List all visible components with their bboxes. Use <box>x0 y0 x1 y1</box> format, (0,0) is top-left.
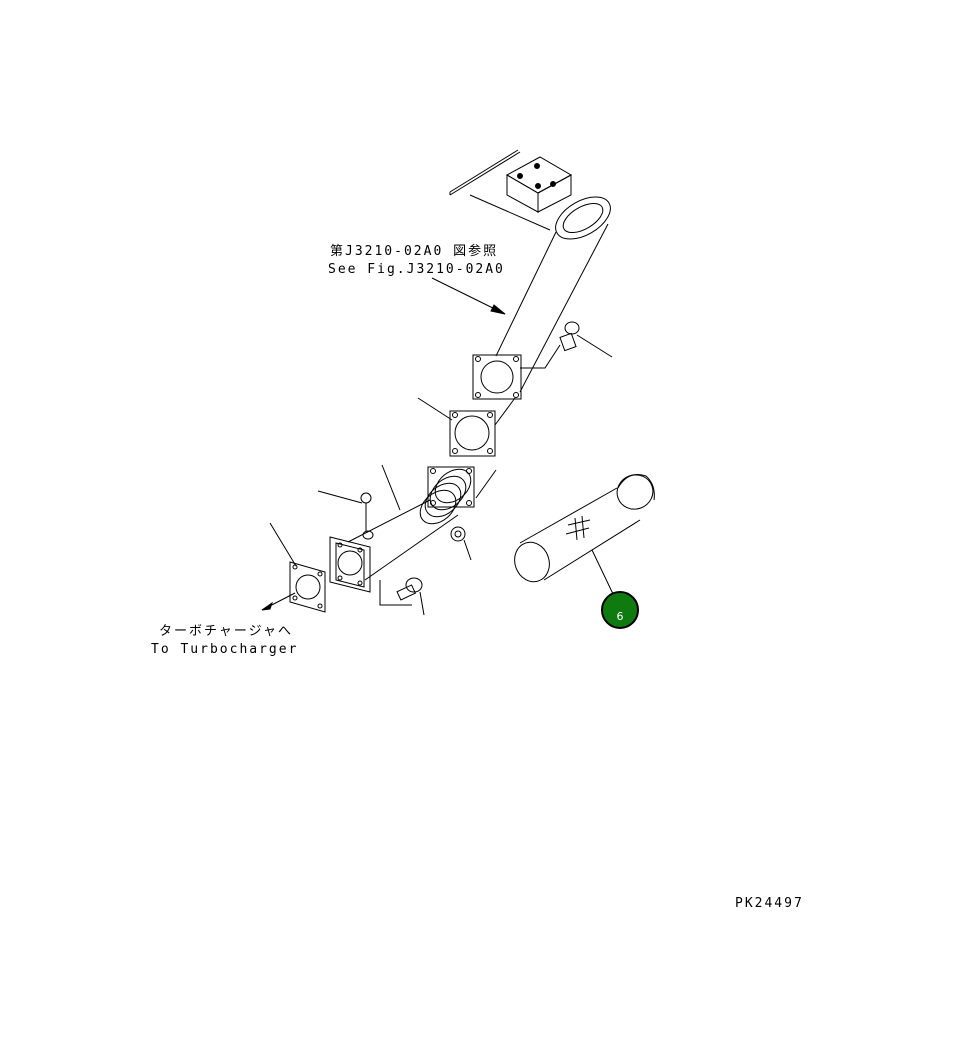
part-callout-6[interactable]: 6 <box>601 591 639 629</box>
drawing-code: PK24497 <box>735 896 804 911</box>
top-bracket <box>449 149 573 231</box>
reference-leader <box>431 277 506 315</box>
lower-bolt <box>379 577 425 616</box>
reference-label-jp: 第J3210-02A0 図参照 <box>330 244 499 259</box>
turbo-gasket <box>261 522 326 613</box>
turbo-label-jp: ターボチャージャへ <box>159 624 293 639</box>
turbo-label-en: To Turbocharger <box>151 642 299 657</box>
upper-flange <box>472 344 561 400</box>
stud-nut <box>317 490 472 561</box>
middle-gasket <box>417 397 516 457</box>
lower-pipe <box>347 464 459 581</box>
reference-label-en: See Fig.J3210-02A0 <box>328 262 505 277</box>
cover-sleeve <box>514 474 655 597</box>
upper-pipe <box>495 196 611 393</box>
bellows-flange <box>419 466 497 525</box>
lower-flange <box>329 536 371 593</box>
upper-bolt <box>559 321 613 358</box>
